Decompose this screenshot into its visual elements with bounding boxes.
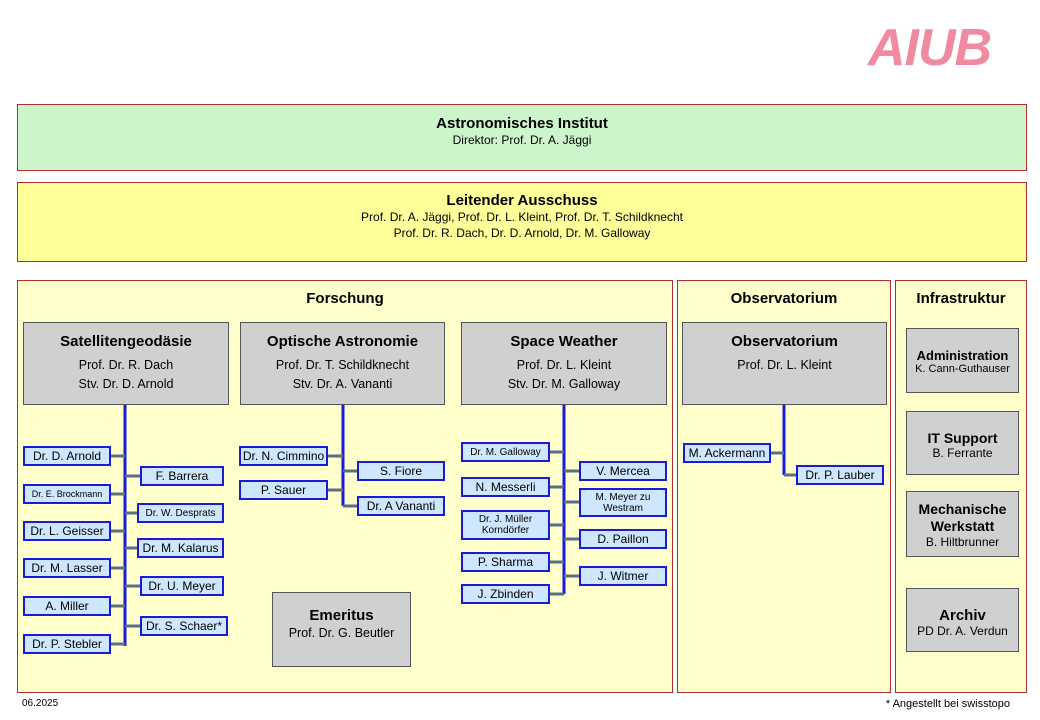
infra-werkstatt: Mechanische Werkstatt B. Hiltbrunner	[906, 491, 1019, 557]
section-title-observatorium: Observatorium	[730, 290, 838, 307]
person-box: F. Barrera	[140, 466, 224, 486]
person-box: Dr. U. Meyer	[140, 576, 224, 596]
group-title: Satellitengeodäsie	[60, 333, 192, 350]
person-box: Dr. M. Galloway	[461, 442, 550, 462]
group-emeritus: Emeritus Prof. Dr. G. Beutler	[272, 592, 411, 667]
section-title-forschung: Forschung	[306, 290, 384, 307]
infra-name: PD Dr. A. Verdun	[917, 624, 1008, 638]
person-box: Dr. P. Stebler	[23, 634, 111, 654]
person-box: Dr. L. Geisser	[23, 521, 111, 541]
board-line-1: Prof. Dr. A. Jäggi, Prof. Dr. L. Kleint,…	[361, 210, 683, 224]
footer-date: 06.2025	[22, 698, 59, 709]
person-box: P. Sauer	[239, 480, 328, 500]
group-optische-astronomie: Optische Astronomie Prof. Dr. T. Schildk…	[240, 322, 445, 405]
group-title: Observatorium	[731, 333, 838, 350]
person-box: S. Fiore	[357, 461, 445, 481]
person-box: M. Meyer zu Westram	[579, 488, 667, 517]
infra-administration: Administration K. Cann-Guthauser	[906, 328, 1019, 393]
group-head: Prof. Dr. L. Kleint	[737, 358, 832, 372]
group-head: Prof. Dr. L. Kleint	[516, 358, 612, 372]
infra-it-support: IT Support B. Ferrante	[906, 411, 1019, 475]
group-head: Prof. Dr. T. Schildknecht	[275, 358, 410, 372]
person-box: Dr. A Vananti	[357, 496, 445, 516]
footer-note: * Angestellt bei swisstopo	[885, 698, 1010, 710]
group-deputy: Stv. Dr. D. Arnold	[78, 377, 174, 391]
person-box: Dr. M. Lasser	[23, 558, 111, 578]
group-title: Emeritus	[309, 607, 374, 624]
person-box: Dr. J. Müller Korndörfer	[461, 510, 550, 540]
group-deputy: Stv. Dr. M. Galloway	[507, 377, 621, 391]
group-title: Optische Astronomie	[266, 333, 419, 350]
institute-director: Direktor: Prof. Dr. A. Jäggi	[452, 133, 592, 147]
person-box: Dr. D. Arnold	[23, 446, 111, 466]
person-box: Dr. M. Kalarus	[137, 538, 224, 558]
person-box: D. Paillon	[579, 529, 667, 549]
infra-name: K. Cann-Guthauser	[915, 363, 1010, 375]
infra-title: IT Support	[927, 430, 998, 446]
group-deputy: Stv. Dr. A. Vananti	[292, 377, 393, 391]
group-space-weather: Space Weather Prof. Dr. L. Kleint Stv. D…	[461, 322, 667, 405]
institute-title: Astronomisches Institut	[436, 115, 608, 132]
person-box: A. Miller	[23, 596, 111, 616]
group-head: Prof. Dr. G. Beutler	[288, 626, 395, 640]
group-satellitengeodaesie: Satellitengeodäsie Prof. Dr. R. Dach Stv…	[23, 322, 229, 405]
person-box: Dr. E. Brockmann	[23, 484, 111, 504]
board-box: Leitender Ausschuss Prof. Dr. A. Jäggi, …	[17, 182, 1027, 262]
person-box: J. Witmer	[579, 566, 667, 586]
infra-title: Archiv	[939, 607, 986, 624]
board-title: Leitender Ausschuss	[446, 192, 598, 209]
infra-name: B. Ferrante	[932, 446, 993, 460]
aiub-logo: AIUB	[868, 19, 992, 77]
person-box: V. Mercea	[579, 461, 667, 481]
person-box: Dr. P. Lauber	[796, 465, 884, 485]
group-head: Prof. Dr. R. Dach	[78, 358, 174, 372]
group-observatorium: Observatorium Prof. Dr. L. Kleint	[682, 322, 887, 405]
infra-archiv: Archiv PD Dr. A. Verdun	[906, 588, 1019, 652]
infra-title: Mechanische Werkstatt	[918, 501, 1007, 534]
person-box: Dr. N. Cimmino	[239, 446, 328, 466]
section-title-infrastruktur: Infrastruktur	[916, 290, 1006, 307]
group-title: Space Weather	[510, 333, 618, 350]
person-box: J. Zbinden	[461, 584, 550, 604]
institute-box: Astronomisches Institut Direktor: Prof. …	[17, 104, 1027, 171]
infra-title: Administration	[916, 348, 1009, 363]
person-box: M. Ackermann	[683, 443, 771, 463]
infra-name: B. Hiltbrunner	[925, 535, 1000, 549]
person-box: Dr. W. Desprats	[137, 503, 224, 523]
board-line-2: Prof. Dr. R. Dach, Dr. D. Arnold, Dr. M.…	[393, 226, 651, 240]
person-box: P. Sharma	[461, 552, 550, 572]
person-box: Dr. S. Schaer*	[140, 616, 228, 636]
person-box: N. Messerli	[461, 477, 550, 497]
